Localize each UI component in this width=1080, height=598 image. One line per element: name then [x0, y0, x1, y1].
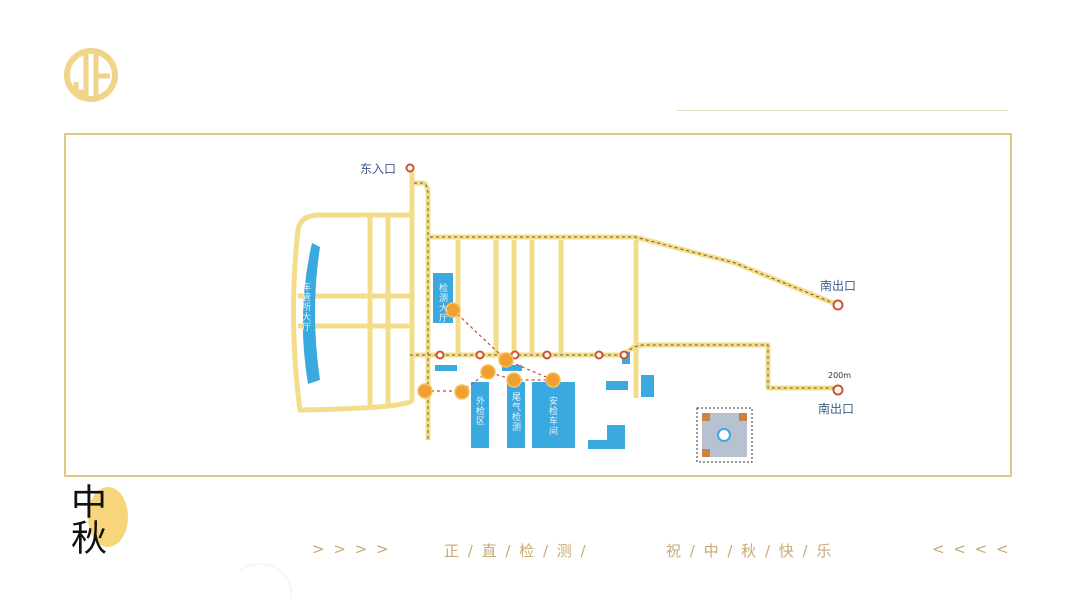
- building-small: [502, 365, 522, 371]
- station-marker: [498, 352, 514, 368]
- building-small: [641, 375, 654, 397]
- header-divider: [676, 110, 1008, 111]
- exit-marker: [832, 384, 844, 396]
- station-markers: [417, 302, 561, 400]
- junction-marker: [594, 350, 604, 360]
- qr-code-icon: [696, 407, 753, 463]
- junction-marker: [475, 350, 485, 360]
- slogan-1: 正 / 直 / 检 / 测 /: [444, 542, 588, 560]
- exit-marker: [832, 299, 844, 311]
- exit-south-label: 南出口: [818, 402, 855, 416]
- mid-autumn-logo-text: 中秋: [65, 483, 106, 555]
- entrance-label: 东入口: [360, 162, 397, 176]
- main-vertical-road: [414, 180, 431, 440]
- emission-test-label: 尾气检测: [510, 392, 520, 432]
- exterior-check-label: 外检区: [474, 396, 484, 426]
- logo-icon: [62, 46, 120, 104]
- junction-marker: [542, 350, 552, 360]
- junction-marker: [435, 350, 445, 360]
- junctions: [405, 163, 844, 396]
- station-marker: [454, 384, 470, 400]
- building-small: [435, 365, 457, 371]
- junction-marker: [619, 350, 629, 360]
- entrance-marker: [405, 163, 415, 173]
- safety-workshop-label: 安检车间: [547, 396, 557, 436]
- slogan-2: 祝 / 中 / 秋 / 快 / 乐: [666, 542, 834, 560]
- inspection-hall-label: 检测大厅: [437, 283, 447, 323]
- station-marker: [417, 383, 433, 399]
- distance-label: 200m: [828, 371, 852, 380]
- arrows-right: < < < <: [932, 540, 1011, 558]
- building-exterior-check: [471, 382, 489, 448]
- building-canteen: [588, 425, 625, 449]
- station-marker: [545, 372, 561, 388]
- dmv-inner-roads: [298, 217, 410, 405]
- station-marker: [506, 372, 522, 388]
- arrows-left: > > > >: [312, 540, 391, 558]
- exit-north-label: 南出口: [820, 279, 857, 293]
- cloud-pattern: [240, 555, 1080, 598]
- mid-autumn-logo: 中秋: [65, 483, 146, 563]
- map-frame: [64, 133, 1012, 477]
- building-small: [606, 381, 628, 390]
- connector-roads: [455, 240, 639, 398]
- station-marker: [445, 302, 461, 318]
- route-dash-line: [410, 182, 839, 440]
- dmv-loop-road: [290, 170, 415, 413]
- station-marker: [480, 364, 496, 380]
- building-dmv-hall: [302, 243, 320, 384]
- building-emission-test: [507, 382, 525, 448]
- route-dashes: [410, 182, 839, 440]
- dmv-hall-label: 车管所大厅: [300, 282, 310, 332]
- building-safety-workshop: [532, 382, 575, 448]
- moon-shape: [88, 487, 128, 547]
